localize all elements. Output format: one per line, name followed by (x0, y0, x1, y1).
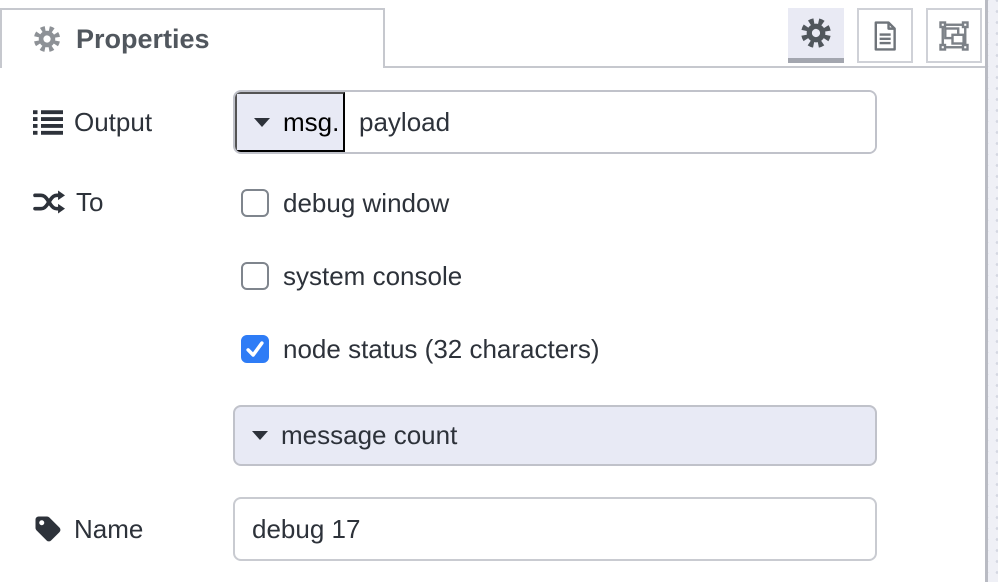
system-console-checkbox[interactable] (241, 262, 269, 290)
name-field-label: Name (33, 497, 143, 561)
appearance-tab-button[interactable] (926, 8, 982, 63)
to-label-text: To (76, 186, 104, 217)
output-label-text: Output (74, 106, 153, 137)
system-console-label: system console (283, 260, 463, 291)
debug-window-label: debug window (283, 187, 450, 218)
document-icon (868, 19, 902, 53)
node-status-option[interactable]: node status (32 characters) (233, 334, 877, 364)
shuffle-icon (33, 186, 65, 218)
status-type-select[interactable]: message count (233, 405, 877, 466)
description-tab-button[interactable] (857, 8, 913, 63)
list-icon (33, 107, 63, 137)
properties-tab-button[interactable] (788, 8, 844, 63)
debug-window-option[interactable]: debug window (233, 188, 877, 218)
panel-resize-handle[interactable] (985, 0, 988, 582)
gear-icon (32, 24, 62, 54)
chevron-down-icon (252, 431, 268, 440)
tab-properties[interactable]: Properties (0, 8, 385, 68)
to-field-label: To (33, 186, 103, 218)
typed-input-type-button[interactable]: msg. (235, 92, 345, 152)
node-status-checkbox[interactable] (241, 335, 269, 363)
tag-icon (33, 514, 63, 544)
name-label-text: Name (74, 513, 144, 544)
name-input[interactable] (233, 497, 877, 561)
debug-window-checkbox[interactable] (241, 189, 269, 217)
output-property-input[interactable] (345, 92, 875, 152)
workspace-edge-strip (988, 0, 998, 582)
status-type-selected-value: message count (281, 420, 458, 450)
to-checkbox-group: debug window system console node status … (233, 188, 877, 407)
node-status-label: node status (32 characters) (283, 333, 600, 364)
output-field-label: Output (33, 90, 152, 154)
chevron-down-icon (254, 117, 270, 127)
system-console-option[interactable]: system console (233, 261, 877, 291)
gear-icon (799, 16, 833, 50)
output-typed-input: msg. (233, 90, 877, 154)
typed-input-type-label: msg. (283, 106, 340, 137)
appearance-icon (936, 18, 972, 54)
tabbar-divider (385, 66, 986, 68)
tab-properties-label: Properties (76, 23, 210, 54)
